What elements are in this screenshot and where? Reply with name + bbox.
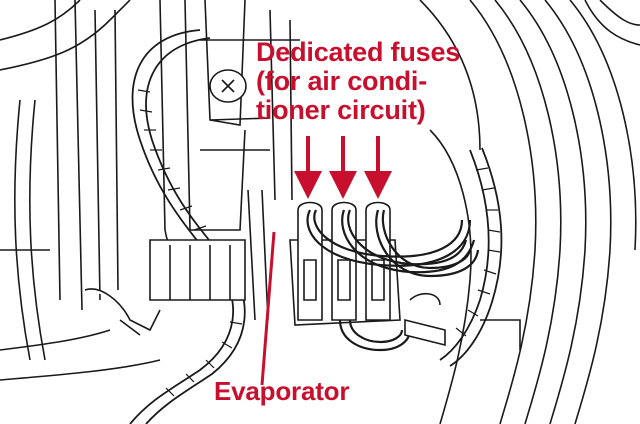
harness-right-wraps: [455, 167, 501, 337]
wire-clip: [404, 292, 446, 347]
fuse-callout: Dedicated fuses (for air condi- tioner c…: [256, 38, 460, 125]
fuse-callout-line-1: Dedicated fuses: [256, 37, 461, 67]
fuse-callout-line-3: tioner circuit): [256, 95, 426, 125]
left-connector: [84, 239, 246, 336]
screw-clip: [209, 69, 247, 103]
harness-right: [439, 147, 503, 367]
left-housing: [0, 0, 161, 381]
evaporator-leader: [260, 231, 276, 386]
fuse-arrows: [294, 136, 392, 199]
evaporator-callout: Evaporator: [214, 376, 350, 406]
fuse-wires: [306, 209, 480, 352]
fuse-callout-line-2: (for air condi-: [256, 66, 427, 96]
right-panels: [419, 0, 640, 424]
